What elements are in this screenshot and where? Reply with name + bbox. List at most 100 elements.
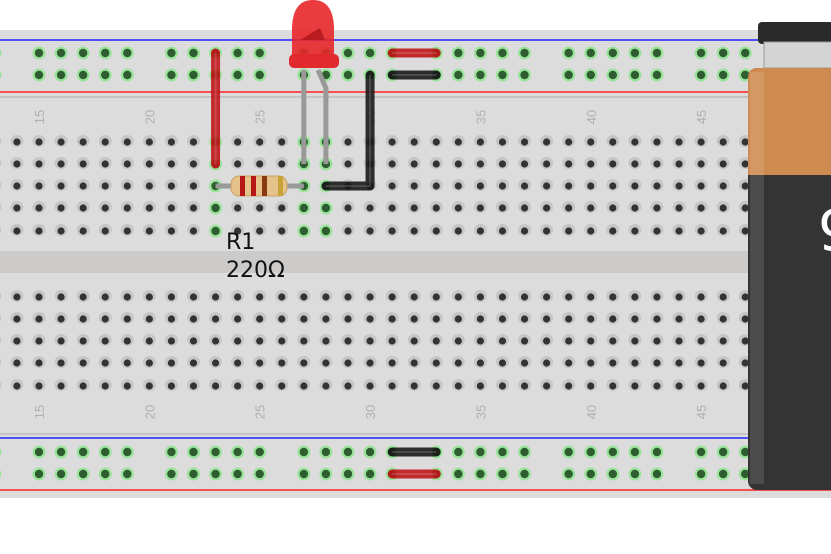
breadboard-hole — [587, 138, 595, 146]
breadboard-hole — [432, 227, 440, 235]
breadboard-hole — [719, 337, 727, 345]
breadboard-hole — [167, 204, 176, 212]
breadboard-hole — [653, 204, 661, 212]
breadboard-hole — [697, 315, 705, 323]
breadboard-hole — [388, 160, 396, 168]
breadboard-hole — [609, 160, 617, 168]
breadboard-hole — [476, 204, 484, 212]
hole-socket — [0, 292, 2, 300]
breadboard-hole — [13, 337, 21, 345]
breadboard-hole — [234, 160, 242, 168]
breadboard-hole — [498, 160, 507, 168]
breadboard-hole — [123, 227, 131, 235]
breadboard-hole — [167, 182, 176, 190]
breadboard-hole — [631, 315, 639, 323]
breadboard-hole — [211, 382, 220, 390]
breadboard-hole — [741, 293, 749, 301]
breadboard-hole — [167, 70, 176, 80]
breadboard-hole — [741, 359, 749, 367]
breadboard-hole — [34, 447, 44, 457]
breadboard-hole — [587, 160, 595, 168]
breadboard-hole — [167, 293, 176, 301]
breadboard-hole — [697, 293, 705, 301]
breadboard-hole — [343, 469, 353, 479]
breadboard-hole — [79, 293, 87, 301]
breadboard-hole — [631, 227, 639, 235]
breadboard-hole — [101, 160, 109, 168]
breadboard-hole — [718, 48, 728, 58]
breadboard-hole — [101, 337, 109, 345]
breadboard-hole — [719, 227, 727, 235]
breadboard-hole — [189, 469, 198, 479]
breadboard-hole — [57, 138, 65, 146]
breadboard-hole — [498, 447, 507, 457]
hole-highlight — [0, 71, 2, 79]
breadboard-hole — [653, 315, 661, 323]
breadboard-hole — [189, 293, 198, 301]
breadboard-hole — [410, 337, 418, 345]
breadboard-hole — [299, 447, 309, 457]
breadboard-hole — [167, 382, 176, 390]
breadboard-hole — [476, 469, 485, 479]
breadboard-hole — [299, 226, 309, 236]
breadboard-hole — [565, 359, 573, 367]
breadboard-hole — [631, 359, 639, 367]
breadboard-hole — [34, 70, 44, 80]
breadboard-hole — [344, 382, 352, 390]
hole-socket — [0, 336, 2, 344]
breadboard-hole — [696, 447, 706, 457]
breadboard-hole — [498, 315, 507, 323]
breadboard-hole — [145, 382, 153, 390]
breadboard-hole — [101, 359, 109, 367]
breadboard-hole — [145, 293, 153, 301]
hole-highlight — [0, 470, 2, 478]
breadboard-hole — [454, 204, 462, 212]
column-number-label: 25 — [253, 405, 268, 419]
breadboard-hole — [718, 447, 728, 457]
breadboard-hole — [79, 382, 87, 390]
breadboard-hole — [13, 359, 21, 367]
breadboard-hole — [741, 382, 749, 390]
breadboard-hole — [454, 138, 462, 146]
breadboard-hole — [476, 337, 484, 345]
breadboard-hole — [741, 160, 749, 168]
breadboard-hole — [189, 70, 198, 80]
breadboard-hole — [388, 315, 396, 323]
breadboard-hole — [498, 293, 507, 301]
breadboard-hole — [719, 293, 727, 301]
breadboard-hole — [123, 293, 131, 301]
column-number-label: 45 — [694, 110, 709, 124]
breadboard-hole — [13, 138, 21, 146]
column-number-label: 45 — [694, 405, 709, 419]
breadboard-hole — [344, 160, 352, 168]
breadboard-hole — [520, 382, 529, 390]
breadboard-hole — [498, 48, 507, 58]
breadboard-hole — [256, 315, 264, 323]
breadboard-hole — [101, 227, 109, 235]
breadboard-hole — [123, 204, 131, 212]
breadboard-hole — [35, 382, 43, 390]
hole-highlight — [0, 49, 2, 57]
breadboard-hole — [300, 293, 308, 301]
breadboard-hole — [78, 70, 88, 80]
breadboard-hole — [631, 182, 639, 190]
breadboard-hole — [189, 160, 198, 168]
breadboard-hole — [145, 315, 153, 323]
breadboard-hole — [255, 447, 264, 457]
breadboard-hole — [189, 447, 198, 457]
breadboard-hole — [454, 315, 462, 323]
breadboard-hole — [410, 204, 418, 212]
hole-highlight — [0, 448, 2, 456]
breadboard-hole — [35, 138, 43, 146]
breadboard-hole — [543, 315, 551, 323]
breadboard-hole — [675, 182, 683, 190]
breadboard-hole — [78, 48, 88, 58]
resistor-band — [278, 176, 283, 196]
breadboard-hole — [388, 138, 396, 146]
breadboard-hole — [543, 293, 551, 301]
breadboard-hole — [498, 227, 507, 235]
breadboard-hole — [233, 48, 242, 58]
hole-socket — [0, 358, 2, 366]
breadboard-hole — [57, 315, 65, 323]
breadboard-hole — [410, 293, 418, 301]
